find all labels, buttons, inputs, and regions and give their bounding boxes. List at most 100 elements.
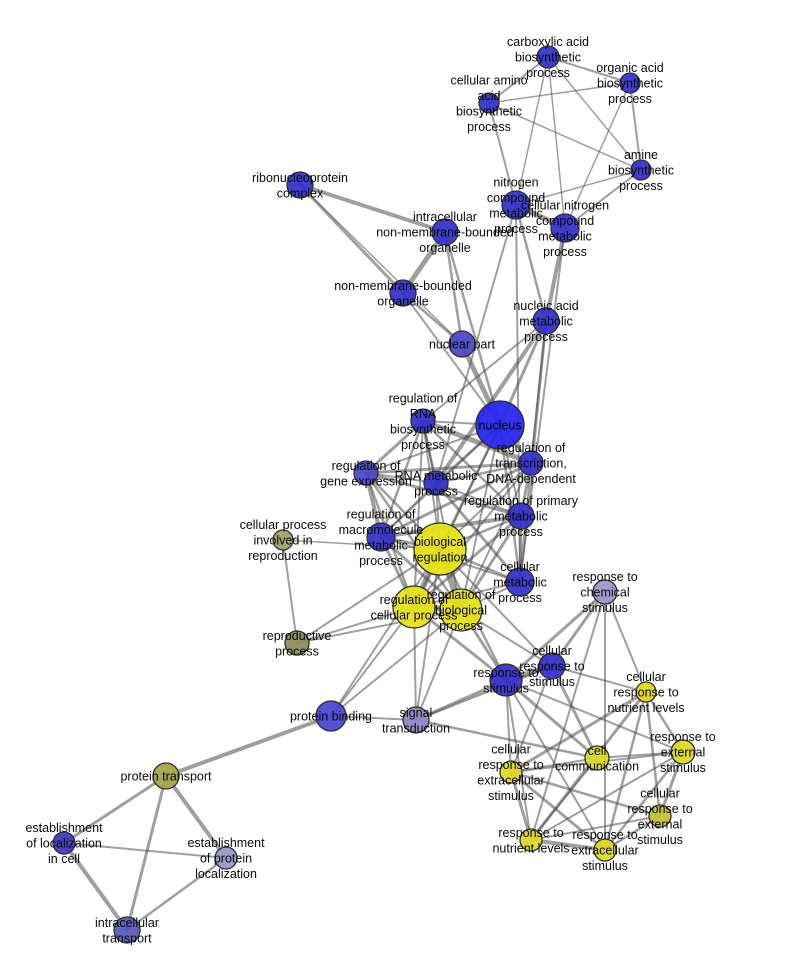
graph-node-rnp[interactable] bbox=[286, 171, 314, 199]
graph-edge-reggene-regprimary bbox=[364, 471, 523, 518]
graph-edge-cellrespextracell-respextracell bbox=[509, 770, 607, 852]
graph-node-regbio[interactable] bbox=[439, 588, 483, 632]
graph-node-cellrespextracell[interactable] bbox=[499, 760, 523, 784]
graph-node-nucleicacid[interactable] bbox=[532, 307, 560, 335]
graph-edge-reproproc-bioreg bbox=[296, 548, 441, 644]
graph-edge-intranmb-nucleus bbox=[443, 230, 502, 427]
graph-node-regprimary[interactable] bbox=[507, 502, 535, 530]
graph-node-regrna[interactable] bbox=[410, 408, 436, 434]
graph-node-intratrans[interactable] bbox=[113, 916, 141, 944]
graph-edge-prottrans-intratrans bbox=[125, 774, 168, 932]
graph-edge-cellrespstim-respchem bbox=[550, 590, 607, 668]
graph-node-organic[interactable] bbox=[619, 72, 641, 94]
graph-node-regtrans[interactable] bbox=[518, 450, 544, 476]
graph-node-estprot[interactable] bbox=[214, 846, 238, 870]
graph-node-estloc[interactable] bbox=[52, 831, 76, 855]
graph-node-bioreg[interactable] bbox=[413, 522, 467, 576]
graph-node-cellrespnut[interactable] bbox=[635, 681, 657, 703]
graph-edge-cellnitrogen-nucleicacid bbox=[544, 226, 567, 323]
graph-node-nucleus[interactable] bbox=[475, 400, 525, 450]
graph-edge-amine-cellnitrogen bbox=[564, 169, 642, 229]
graph-edge-regrna-regtrans bbox=[420, 418, 534, 466]
graph-edge-respstim-respnut bbox=[505, 679, 532, 841]
edges-layer bbox=[62, 56, 685, 932]
graph-node-regmacro[interactable] bbox=[366, 522, 396, 552]
graph-edge-respstim-respchem bbox=[504, 590, 607, 682]
graph-node-respchem[interactable] bbox=[592, 579, 618, 605]
graph-edge-cellrespextracell-respnut bbox=[509, 770, 533, 842]
graph-edge-nucleicacid-regrna bbox=[422, 320, 547, 422]
graph-node-cellmetab[interactable] bbox=[505, 567, 535, 597]
graph-node-nmb[interactable] bbox=[389, 279, 417, 307]
graph-node-prottrans[interactable] bbox=[152, 762, 180, 790]
graph-node-cellrespext[interactable] bbox=[648, 804, 672, 828]
graph-edge-rnametab-regprimary bbox=[435, 482, 522, 517]
graph-node-cellrespstim[interactable] bbox=[538, 652, 566, 680]
graph-node-carboxylic[interactable] bbox=[536, 45, 560, 69]
graph-edge-cellrespstim-bioreg bbox=[439, 548, 553, 667]
graph-edge-intranmb-nuclearpart bbox=[443, 230, 464, 346]
graph-node-regcell[interactable] bbox=[392, 585, 436, 629]
node-label-proteinbind: protein binding bbox=[290, 710, 372, 724]
graph-edge-regrna-regprimary bbox=[421, 419, 523, 518]
graph-node-reproproc[interactable] bbox=[284, 630, 310, 656]
graph-node-intranmb[interactable] bbox=[431, 218, 459, 246]
graph-node-amine[interactable] bbox=[630, 159, 652, 181]
graph-node-nitrogen[interactable] bbox=[501, 190, 531, 220]
graph-node-cellrepro[interactable] bbox=[272, 529, 294, 551]
graph-edge-estprot-intratrans bbox=[125, 856, 228, 932]
graph-node-signal[interactable] bbox=[402, 706, 430, 734]
graph-node-amino[interactable] bbox=[478, 92, 500, 114]
graph-edge-organic-cellnitrogen bbox=[564, 82, 631, 229]
graph-node-respnut[interactable] bbox=[519, 828, 543, 852]
graph-edge-nitrogen-nucleicacid bbox=[514, 203, 548, 323]
graph-edge-rnp-nmb bbox=[298, 183, 405, 295]
graph-node-cellcomm[interactable] bbox=[584, 745, 610, 771]
graph-edge-prottrans-estloc bbox=[62, 774, 168, 845]
graph-node-respextracell[interactable] bbox=[593, 838, 617, 862]
graph-edge-nucleicacid-rnametab bbox=[434, 319, 548, 485]
graph-edge-respnut-respextracell bbox=[529, 838, 607, 852]
graph-edge-amine-nitrogen bbox=[515, 169, 642, 206]
graph-node-respstim[interactable] bbox=[489, 663, 523, 697]
graph-node-respext[interactable] bbox=[670, 739, 696, 765]
graph-edge-respchem-cellrespnut bbox=[604, 591, 647, 693]
graph-node-rnametab[interactable] bbox=[423, 470, 449, 496]
graph-edge-cellcomm-cellrespextracell bbox=[510, 757, 598, 773]
graph-edge-prottrans-estprot bbox=[164, 774, 228, 860]
graph-node-nuclearpart[interactable] bbox=[448, 330, 476, 358]
graph-edge-respstim-respext bbox=[505, 679, 684, 753]
graph-node-cellnitrogen[interactable] bbox=[550, 213, 580, 243]
graph-node-proteinbind[interactable] bbox=[315, 700, 347, 732]
graph-node-reggene[interactable] bbox=[353, 460, 379, 486]
graph-edge-respstim-cellcomm bbox=[504, 678, 599, 760]
graph-edge-rnp-intranmb bbox=[298, 183, 447, 234]
graph-edge-carboxylic-cellnitrogen bbox=[547, 56, 566, 229]
nodes-layer bbox=[52, 45, 696, 944]
